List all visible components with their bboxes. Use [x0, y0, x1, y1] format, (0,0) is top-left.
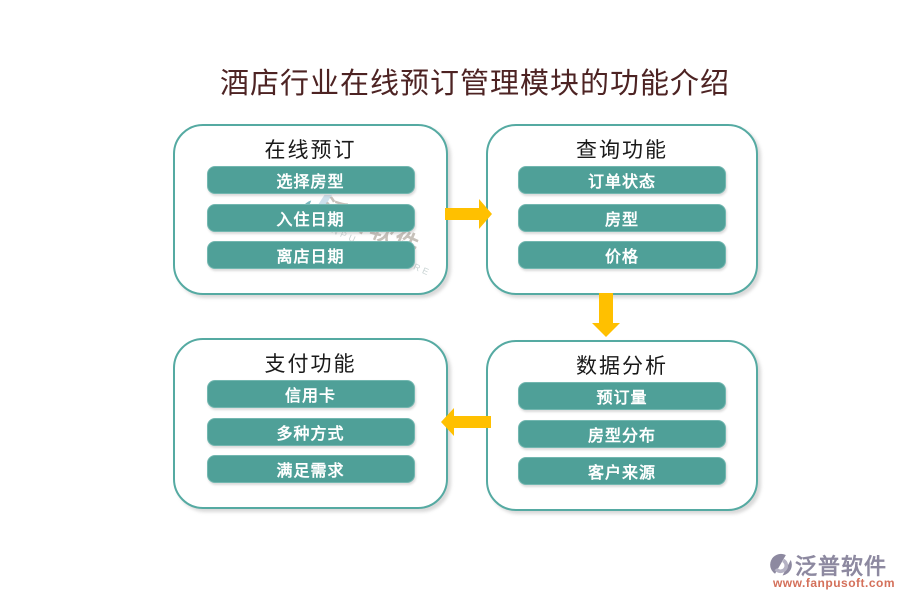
- box-title-data-analysis: 数据分析: [576, 354, 668, 378]
- feature-pill-booking-volume: 预订量: [518, 382, 726, 410]
- arrow-right-head: [479, 199, 492, 229]
- feature-pill-room-type: 房型: [518, 204, 726, 232]
- arrow-down-icon: [592, 293, 620, 337]
- brand-url: www.fanpusoft.com: [772, 576, 896, 590]
- feature-pill-credit-card: 信用卡: [206, 380, 415, 408]
- box-title-online-booking: 在线预订: [264, 138, 357, 162]
- arrow-left-head: [441, 408, 454, 436]
- arrow-left-icon: [441, 408, 491, 436]
- feature-pill-room-select: 选择房型: [206, 166, 415, 194]
- brand-footer: 泛普软件 www.fanpusoft.com: [766, 549, 898, 593]
- feature-box-payment: 支付功能 信用卡 多种方式 满足需求: [173, 338, 448, 509]
- feature-box-online-booking: 在线预订 选择房型 入住日期 离店日期: [173, 124, 448, 295]
- box-title-query: 查询功能: [576, 138, 668, 162]
- feature-pill-meet-needs: 满足需求: [206, 455, 415, 483]
- page-title: 酒店行业在线预订管理模块的功能介绍: [219, 68, 730, 100]
- feature-pill-multiple-methods: 多种方式: [206, 418, 415, 446]
- arrow-right-shaft: [445, 208, 479, 220]
- feature-pill-customer-source: 客户来源: [518, 457, 726, 485]
- box-title-payment: 支付功能: [264, 352, 357, 376]
- feature-pill-price: 价格: [518, 241, 726, 269]
- brand-logo-icon: [770, 551, 794, 577]
- feature-box-query: 查询功能 订单状态 房型 价格: [486, 124, 758, 295]
- feature-pill-checkout-date: 离店日期: [206, 241, 415, 269]
- arrow-down-head: [592, 323, 620, 337]
- feature-box-data-analysis: 数据分析 预订量 房型分布 客户来源: [486, 340, 758, 511]
- arrow-down-shaft: [599, 293, 613, 323]
- arrow-right-icon: [445, 199, 492, 229]
- arrow-left-shaft: [454, 416, 491, 428]
- brand-name: 泛普软件: [795, 554, 888, 579]
- feature-pill-order-status: 订单状态: [518, 166, 726, 194]
- feature-pill-roomtype-distribution: 房型分布: [518, 420, 726, 448]
- feature-pill-checkin-date: 入住日期: [206, 204, 415, 232]
